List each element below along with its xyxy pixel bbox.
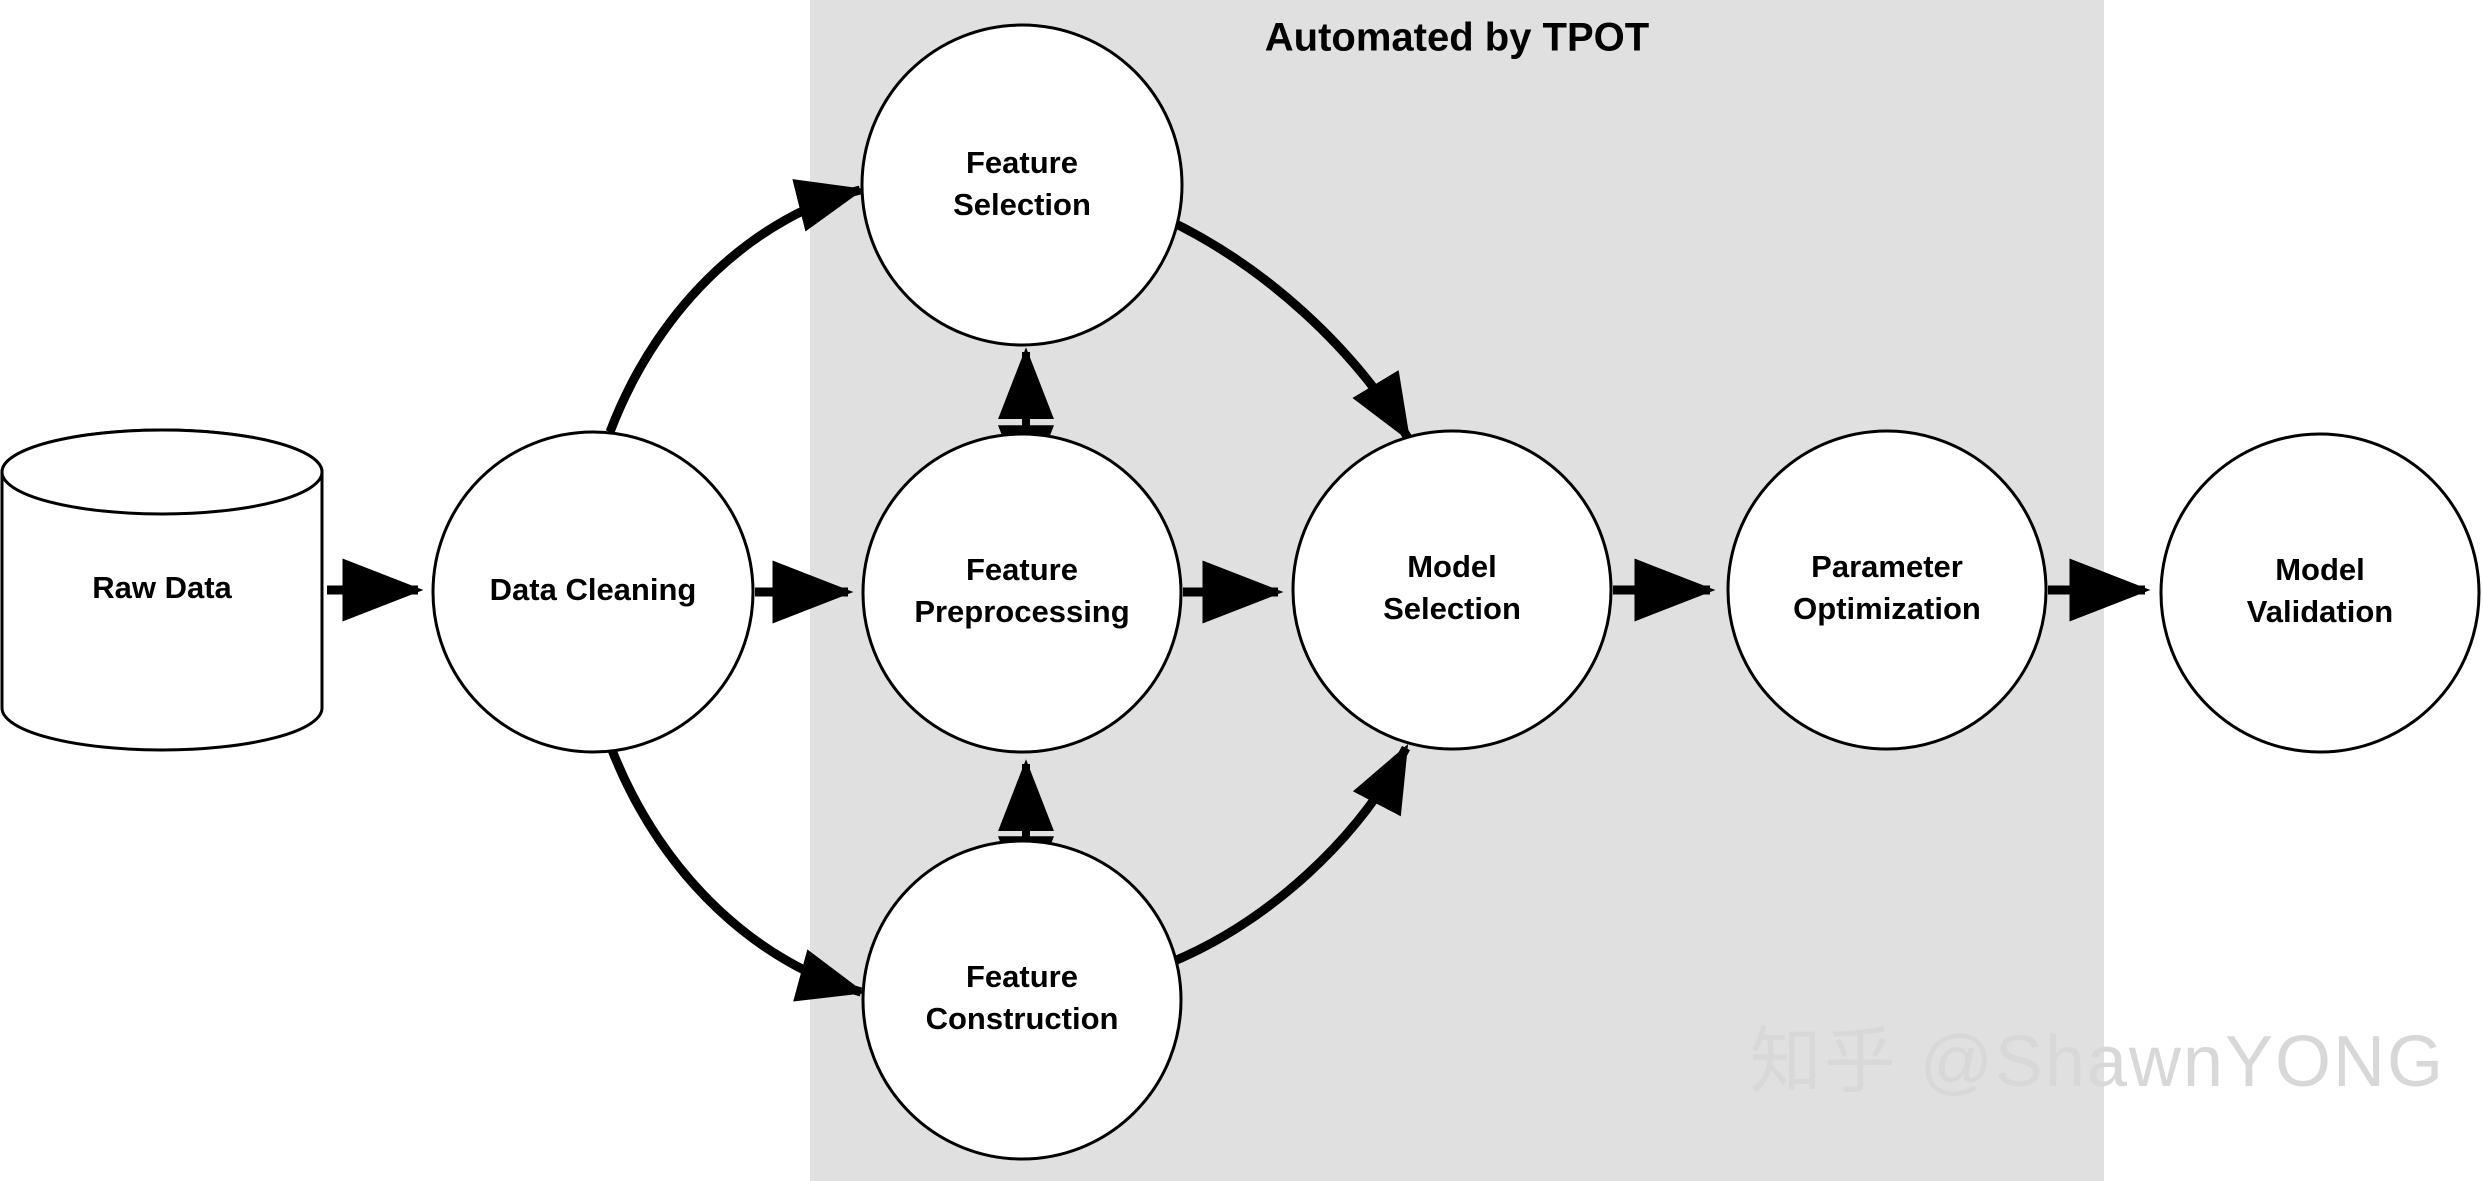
parameter-optimization-circle	[1726, 429, 2048, 751]
feature-construction-circle	[861, 839, 1183, 1161]
node-feature-construction[interactable]: Feature Construction	[861, 839, 1183, 1161]
feature-preprocessing-label-line1: Feature	[966, 552, 1078, 587]
feature-preprocessing-label-line2: Preprocessing	[914, 594, 1129, 629]
node-model-validation[interactable]: Model Validation	[2159, 432, 2481, 754]
node-data-cleaning[interactable]: Data Cleaning	[431, 430, 755, 754]
feature-selection-label-line1: Feature	[966, 145, 1078, 180]
model-selection-label-line2: Selection	[1383, 591, 1521, 626]
parameter-optimization-label-line2: Optimization	[1793, 591, 1981, 626]
data-cleaning-label: Data Cleaning	[490, 572, 697, 607]
node-raw-data[interactable]: Raw Data	[0, 428, 324, 752]
node-model-selection[interactable]: Model Selection	[1291, 429, 1613, 751]
model-validation-label-line1: Model	[2275, 552, 2365, 587]
feature-construction-label-line1: Feature	[966, 959, 1078, 994]
node-feature-selection[interactable]: Feature Selection	[860, 23, 1184, 347]
edge-data-cleaning-to-feature-construction	[607, 748, 866, 1002]
node-feature-preprocessing[interactable]: Feature Preprocessing	[861, 432, 1183, 754]
raw-data-label: Raw Data	[92, 570, 232, 605]
model-selection-circle	[1291, 429, 1613, 751]
region-title: Automated by TPOT	[1265, 16, 1649, 60]
edge-data-cleaning-to-feature-selection	[605, 179, 865, 434]
model-validation-label-line2: Validation	[2247, 594, 2393, 629]
model-selection-label-line1: Model	[1407, 549, 1497, 584]
parameter-optimization-label-line1: Parameter	[1811, 549, 1963, 584]
feature-construction-label-line2: Construction	[926, 1001, 1119, 1036]
feature-selection-label-line2: Selection	[953, 187, 1091, 222]
data-cleaning-circle	[431, 430, 755, 754]
edge-feature-construction-to-model-selection	[1170, 744, 1410, 967]
watermark: 知乎 @ShawnYONG	[1750, 1022, 2445, 1102]
model-validation-circle	[2159, 432, 2481, 754]
edge-feature-selection-to-model-selection	[1166, 215, 1412, 442]
feature-selection-circle	[860, 23, 1184, 347]
raw-data-cylinder-top	[0, 428, 324, 516]
feature-preprocessing-circle	[861, 432, 1183, 754]
node-parameter-optimization[interactable]: Parameter Optimization	[1726, 429, 2048, 751]
